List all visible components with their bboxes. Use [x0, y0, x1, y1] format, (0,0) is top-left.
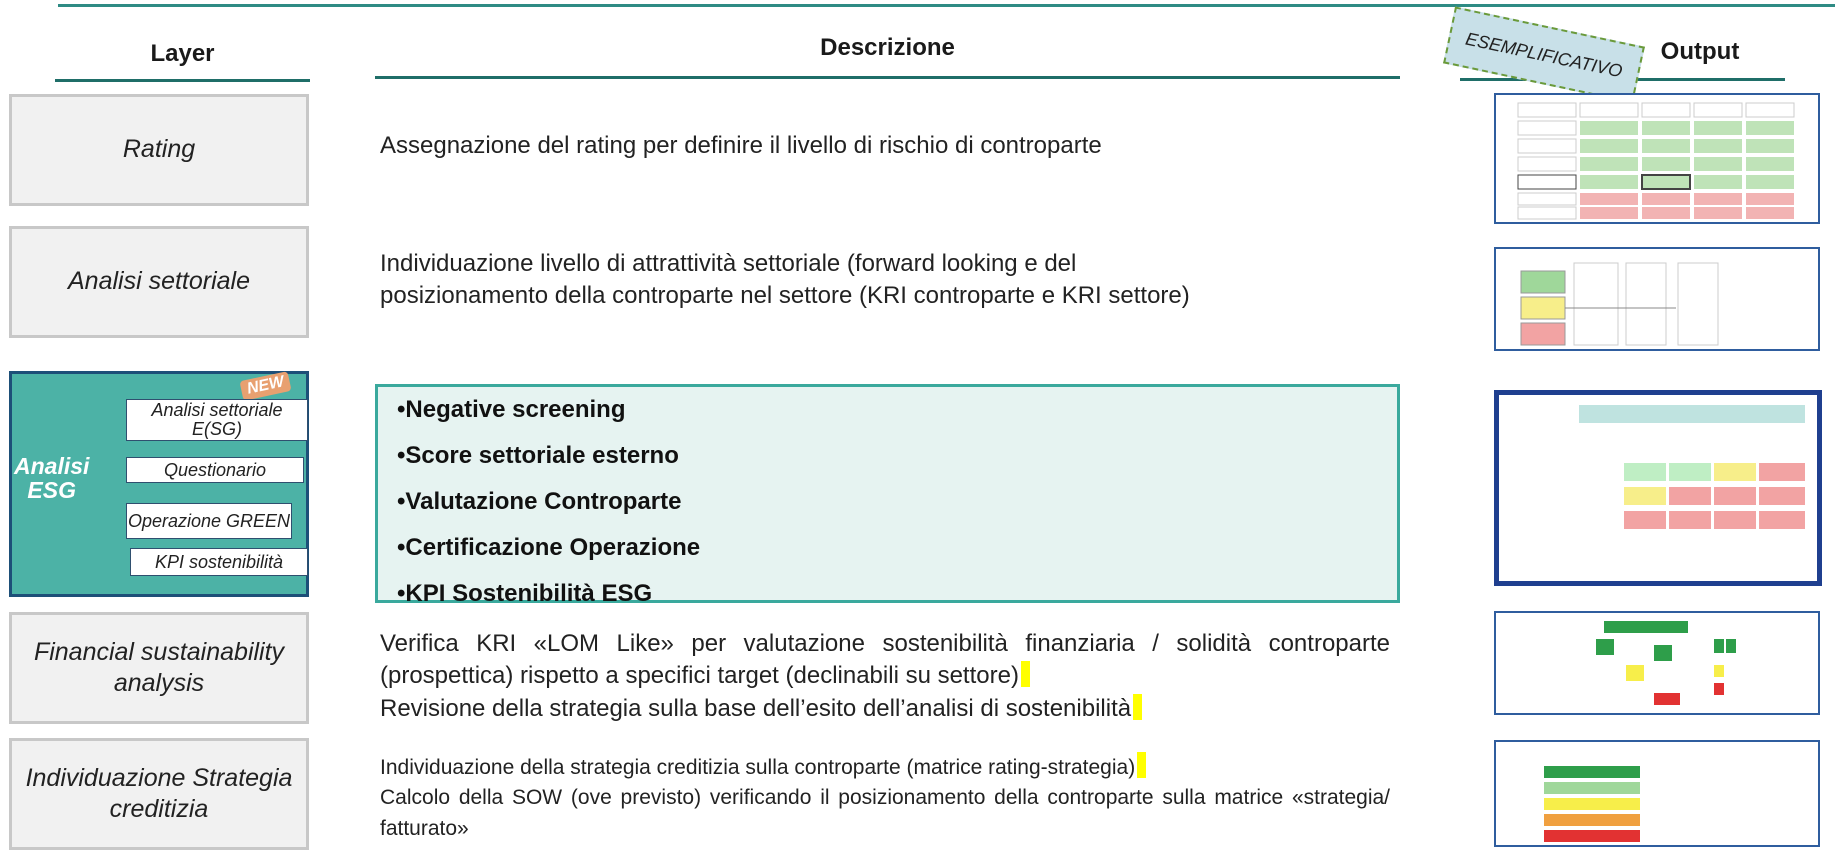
desc-strategia-creditizia: Individuazione della strategia creditizi… — [380, 752, 1390, 844]
descrizione-header-underline — [375, 76, 1400, 79]
esg-label: Analisi ESG — [14, 454, 89, 502]
esg-label-line-1: Analisi — [14, 453, 90, 479]
desc-financial-line-1-text: Verifica KRI «LOM Like» per valutazione … — [380, 630, 1390, 690]
highlight-mark — [1133, 693, 1143, 720]
desc-settoriale-line-1: Individuazione livello di attrattività s… — [380, 250, 1077, 277]
esg-matrix-image — [1579, 405, 1805, 529]
desc-settoriale-line-2: posizionamento della controparte nel set… — [380, 282, 1190, 310]
desc-financial-line-2: Revisione della strategia sulla base del… — [380, 693, 1390, 725]
layer-header-underline — [55, 79, 310, 82]
layer-header: Layer — [150, 40, 215, 67]
esg-bullet: •Negative screening — [397, 396, 626, 423]
top-rule — [58, 4, 1835, 7]
desc-strategia-line-2: Calcolo della SOW (ove previsto) verific… — [380, 786, 1390, 840]
layer-rating: Rating — [9, 94, 309, 206]
layer-strategia-creditizia: Individuazione Strategia creditizia — [9, 738, 309, 850]
strategia-thumbnail — [1494, 740, 1820, 847]
layer-financial-sustainability: Financial sustainability analysis — [9, 612, 309, 724]
descrizione-header: Descrizione — [820, 34, 955, 61]
output-header: Output — [1660, 38, 1740, 65]
layer-analisi-settoriale: Analisi settoriale — [9, 226, 309, 338]
rating-table-thumbnail — [1494, 93, 1820, 224]
desc-financial-sustainability: Verifica KRI «LOM Like» per valutazione … — [380, 628, 1390, 725]
esemplificativo-stamp: ESEMPLIFICATIVO — [1443, 6, 1645, 104]
financial-matrix-image — [1596, 621, 1736, 705]
esg-bullet-text: Certificazione Operazione — [405, 534, 701, 561]
esg-label-line-2: ESG — [27, 477, 76, 504]
esg-sublayer-questionario: Questionario — [126, 457, 304, 483]
esg-bullet: •Valutazione Controparte — [397, 488, 682, 515]
esg-bullet-text: Negative screening — [405, 396, 626, 423]
settoriale-thumbnail — [1494, 247, 1820, 351]
esg-thumbnail — [1494, 390, 1822, 586]
desc-financial-line-2-text: Revisione della strategia sulla base del… — [380, 694, 1132, 722]
highlight-mark — [1137, 752, 1147, 778]
desc-analisi-settoriale: Individuazione livello di attrattività s… — [380, 248, 1390, 313]
desc-strategia-line-1-text: Individuazione della strategia creditizi… — [380, 756, 1136, 779]
strategia-matrix-image — [1544, 766, 1640, 842]
desc-rating-line: Assegnazione del rating per definire il … — [380, 132, 1102, 159]
esg-bullets-box: •Negative screening •Score settoriale es… — [375, 384, 1400, 607]
esg-bullet: •KPI Sostenibilità ESG — [397, 580, 653, 607]
esg-bullet-text: Valutazione Controparte — [405, 488, 682, 515]
desc-strategia-line-1: Individuazione della strategia creditizi… — [380, 752, 1390, 783]
esg-sublayer-settoriale: Analisi settoriale E(SG) — [126, 399, 308, 441]
settoriale-matrix-image — [1520, 262, 1719, 346]
esg-bullet-text: KPI Sostenibilità ESG — [405, 580, 653, 607]
esg-bullet: •Score settoriale esterno — [397, 442, 679, 469]
financial-thumbnail — [1494, 611, 1820, 715]
desc-financial-line-1: Verifica KRI «LOM Like» per valutazione … — [380, 628, 1390, 693]
rating-matrix-image — [1517, 102, 1795, 220]
esg-bullet-text: Score settoriale esterno — [405, 442, 679, 469]
esg-bullet: •Certificazione Operazione — [397, 534, 701, 561]
desc-rating: Assegnazione del rating per definire il … — [380, 130, 1390, 162]
esg-sublayer-kpi: KPI sostenibilità — [130, 548, 308, 576]
esg-sublayer-operazione-green: Operazione GREEN — [126, 503, 292, 539]
highlight-mark — [1020, 661, 1030, 688]
